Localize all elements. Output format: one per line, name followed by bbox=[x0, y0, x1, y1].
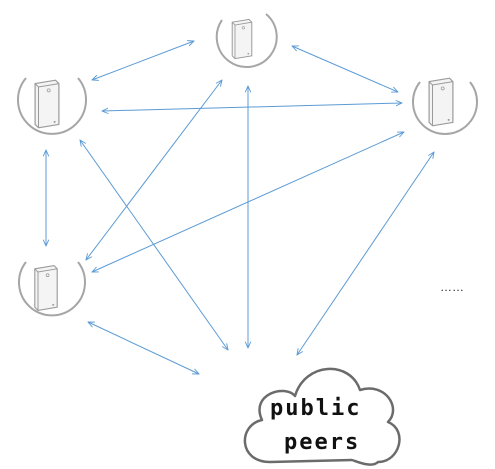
server-node-left-top bbox=[17, 77, 87, 135]
cloud-label-line2: peers bbox=[284, 430, 361, 455]
connection-arrows bbox=[46, 41, 434, 374]
connection-arrow-node-left-top-node-right bbox=[102, 103, 402, 111]
server-node-right bbox=[412, 77, 478, 135]
more-nodes-indicator: …… bbox=[440, 280, 464, 294]
cloud-icon bbox=[243, 367, 401, 466]
cloud-label-line1: public bbox=[270, 396, 362, 421]
connection-arrow-node-top-node-right bbox=[292, 46, 398, 92]
storage-server-icon bbox=[34, 79, 60, 129]
ring-arc bbox=[215, 13, 278, 68]
connection-arrow-node-top-node-left-bottom bbox=[86, 80, 222, 260]
connection-arrow-node-left-bottom-cloud bbox=[88, 322, 199, 374]
public-peers-cloud bbox=[243, 367, 401, 466]
storage-server-icon bbox=[428, 77, 454, 127]
connection-arrow-node-right-cloud bbox=[297, 152, 434, 355]
connection-arrow-node-left-top-cloud bbox=[80, 140, 228, 350]
connection-arrow-node-top-node-left-top bbox=[92, 41, 194, 80]
server-node-left-bottom bbox=[18, 261, 86, 317]
ring-arc bbox=[17, 77, 87, 135]
storage-server-icon bbox=[231, 18, 253, 60]
server-node-top bbox=[215, 13, 278, 68]
storage-server-icon bbox=[34, 264, 58, 312]
ring-arc bbox=[18, 261, 86, 317]
ring-arc bbox=[412, 81, 478, 135]
